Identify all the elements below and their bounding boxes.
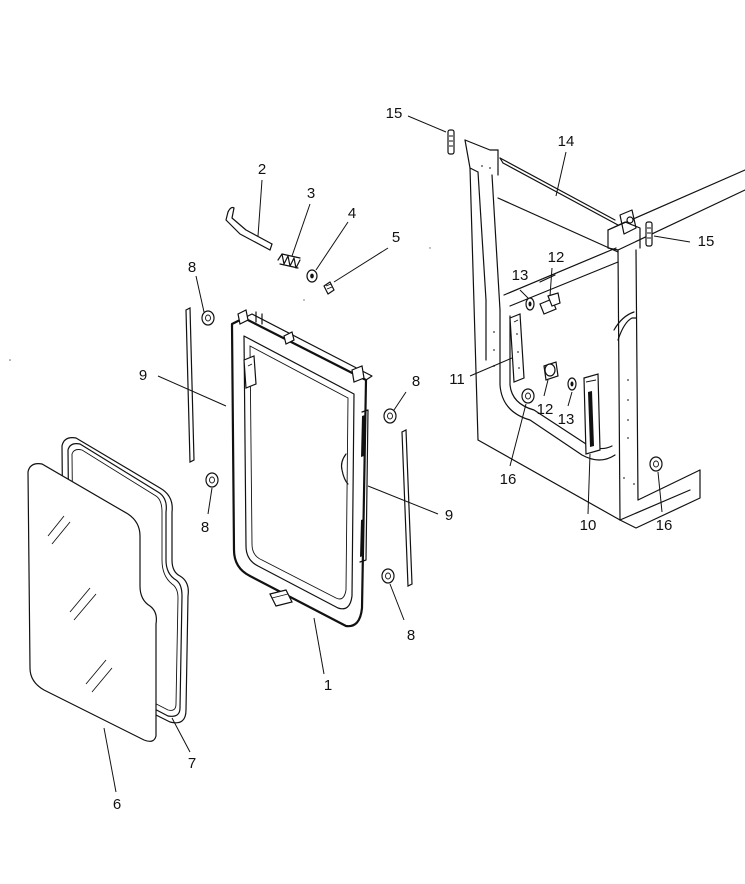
callout-5: 5 (392, 229, 400, 246)
part-3-spring (277, 253, 301, 269)
part-11-hinge-plate (509, 313, 525, 383)
callout-8-right-lower: 8 (407, 627, 415, 644)
part-4-washer (306, 269, 318, 283)
part-13-washer-upper (525, 297, 535, 311)
callout-4: 4 (348, 205, 356, 222)
callout-15-left: 15 (386, 105, 403, 122)
callout-1: 1 (324, 677, 332, 694)
part-12-bolt-upper (539, 292, 561, 315)
callout-12-upper: 12 (548, 249, 565, 266)
callout-8-top-left: 8 (188, 259, 196, 276)
callout-13-upper: 13 (512, 267, 529, 284)
callout-8-left-lower: 8 (201, 519, 209, 536)
callout-16-right: 16 (656, 517, 673, 534)
callout-10: 10 (580, 517, 597, 534)
callout-14: 14 (558, 133, 575, 150)
part-12-bolt-lower (543, 361, 559, 381)
callout-3: 3 (307, 185, 315, 202)
part-6-glass-pane (27, 463, 157, 742)
part-14-rail (499, 157, 619, 226)
callout-9-left: 9 (139, 367, 147, 384)
part-9-strip-left (185, 307, 195, 463)
part-8-nut-right-upper (383, 408, 397, 424)
part-15-pin-right (645, 221, 653, 247)
callout-8-right-upper: 8 (412, 373, 420, 390)
part-16-nut-right (649, 456, 663, 472)
leader-lines (103, 115, 691, 793)
part-13-washer-lower (567, 377, 577, 391)
callout-6: 6 (113, 796, 121, 813)
callout-13-lower: 13 (558, 411, 575, 428)
part-16-nut-left (521, 388, 535, 404)
callout-2: 2 (258, 161, 266, 178)
callout-12-lower: 12 (537, 401, 554, 418)
part-8-nut-left-lower (205, 472, 219, 488)
part-5-pin (323, 281, 335, 295)
callout-15-right: 15 (698, 233, 715, 250)
part-2-rod (225, 206, 273, 251)
callout-11: 11 (449, 371, 465, 388)
callout-7: 7 (188, 755, 196, 772)
callout-16-left: 16 (500, 471, 517, 488)
callout-labels: 1 2 3 4 5 6 7 8 8 8 8 9 9 10 11 12 12 13… (113, 105, 715, 813)
callout-9-right: 9 (445, 507, 453, 524)
part-8-nut-right-lower (381, 568, 395, 584)
part-8-nut-top-left (201, 310, 215, 326)
rivet-dots (481, 165, 635, 485)
scan-specks (9, 247, 431, 361)
cab-body (464, 139, 745, 529)
part-10-hinge-plate (583, 373, 601, 455)
part-15-pin-left (447, 129, 455, 155)
part-9-strip-right (401, 429, 413, 587)
part-1-door-frame (230, 309, 373, 628)
